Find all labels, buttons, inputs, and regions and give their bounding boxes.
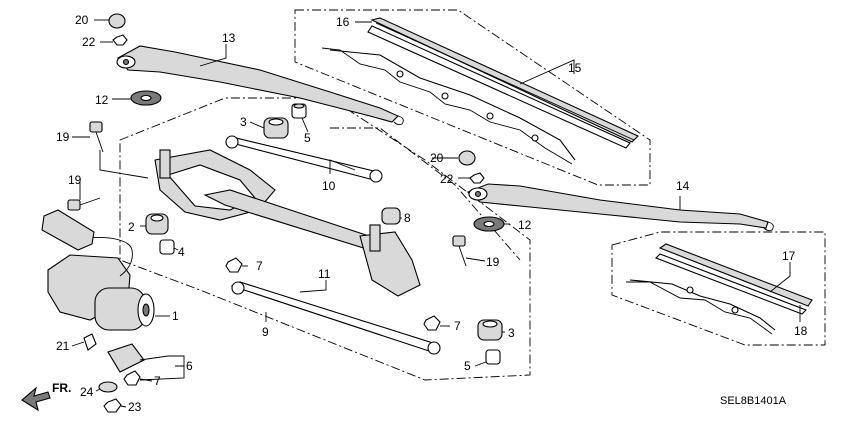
callout-12-left: 12	[95, 93, 109, 107]
bushing-5-lower	[485, 349, 501, 365]
front-arrow: FR.	[21, 381, 71, 412]
nut-22-right	[469, 172, 485, 184]
motor-connector	[41, 209, 95, 251]
pivot-bracket-right	[359, 231, 421, 297]
blade-15-backing	[367, 25, 631, 149]
wiper-arm-13	[116, 45, 404, 126]
callout-18: 18	[794, 324, 808, 338]
callout-11: 11	[318, 267, 331, 281]
callout-17: 17	[782, 249, 796, 263]
callout-7-lower: 7	[154, 374, 161, 388]
callout-19-right: 19	[486, 255, 500, 269]
blade-17-frame-arm	[629, 279, 776, 331]
blade-17-backing	[655, 253, 807, 315]
callout-1: 1	[172, 309, 179, 323]
callout-19-upper: 19	[56, 130, 70, 144]
cap-20-left	[108, 13, 126, 29]
callout-15: 15	[568, 61, 582, 75]
pivot-shaft-left	[159, 149, 171, 179]
bolt-19-lower	[67, 197, 101, 211]
callout-2: 2	[128, 220, 135, 234]
leader-lines	[71, 19, 801, 408]
callout-12-right: 12	[518, 218, 532, 232]
callout-10: 10	[322, 179, 336, 193]
nut-7-right	[423, 315, 441, 331]
callout-3-upper: 3	[240, 115, 247, 129]
nut-23	[103, 398, 122, 413]
linkage-assembly	[154, 135, 441, 355]
wiper-arm-14	[466, 183, 774, 232]
cap-20-right	[458, 150, 476, 166]
bushing-3-lower	[477, 319, 503, 341]
callout-20-left: 20	[75, 13, 89, 27]
lower-small-parts	[83, 333, 145, 413]
bolt-21	[83, 333, 97, 351]
bolt-19-upper	[89, 121, 104, 153]
wiper-blade-15	[321, 17, 639, 165]
bolts-19	[67, 121, 467, 267]
bushing-5-upper	[291, 103, 307, 119]
blade-15-frame-arm	[329, 49, 576, 161]
diagram-code: SEL8B1401A	[720, 395, 787, 407]
callout-7-right: 7	[454, 319, 461, 333]
callout-3-lower: 3	[508, 326, 515, 340]
wiper-motor-1	[41, 209, 155, 331]
bolt-19-right	[452, 235, 467, 267]
blade-17-frame	[611, 231, 826, 346]
bushing-2	[145, 213, 169, 235]
washer-24	[98, 381, 118, 393]
bushings	[145, 103, 503, 365]
callout-23: 23	[128, 400, 142, 414]
blade-17-rubber	[658, 243, 813, 307]
callout-21: 21	[56, 339, 70, 353]
callout-9: 9	[262, 325, 269, 339]
callouts: 20 22 13 12 19 19 3 5 2 4 7 10 8 11 19 2…	[56, 13, 808, 414]
wiper-blade-17	[626, 243, 813, 335]
callout-5-upper: 5	[304, 131, 311, 145]
arm-14-body	[466, 183, 769, 229]
nut-7-mid	[225, 257, 243, 273]
callout-19-lower: 19	[68, 173, 82, 187]
blade-15-rubber	[370, 17, 639, 143]
callout-22-left: 22	[82, 35, 96, 49]
pivot-shaft-right	[369, 224, 381, 252]
callout-6: 6	[186, 359, 193, 373]
callout-14: 14	[676, 179, 690, 193]
nut-7-lower	[123, 370, 141, 386]
callout-5-lower: 5	[464, 359, 471, 373]
bushing-3-upper	[263, 117, 289, 139]
callout-4: 4	[178, 245, 185, 259]
arm-13-body	[117, 45, 399, 123]
callout-13: 13	[222, 31, 236, 45]
nut-22-left	[112, 34, 128, 46]
front-arrow-icon	[21, 386, 51, 412]
bushing-4	[159, 239, 175, 255]
front-label: FR.	[52, 381, 71, 395]
blade-15-frame	[294, 9, 651, 186]
bracket-6	[107, 343, 145, 373]
callout-22-right: 22	[440, 172, 454, 186]
callout-16: 16	[336, 15, 350, 29]
linkage-frame	[119, 97, 531, 381]
callout-20-right: 20	[430, 151, 444, 165]
bushing-8	[381, 207, 401, 225]
callout-7-mid: 7	[256, 259, 263, 273]
callout-24: 24	[80, 385, 94, 399]
callout-8: 8	[404, 211, 411, 225]
fasteners	[108, 13, 505, 232]
